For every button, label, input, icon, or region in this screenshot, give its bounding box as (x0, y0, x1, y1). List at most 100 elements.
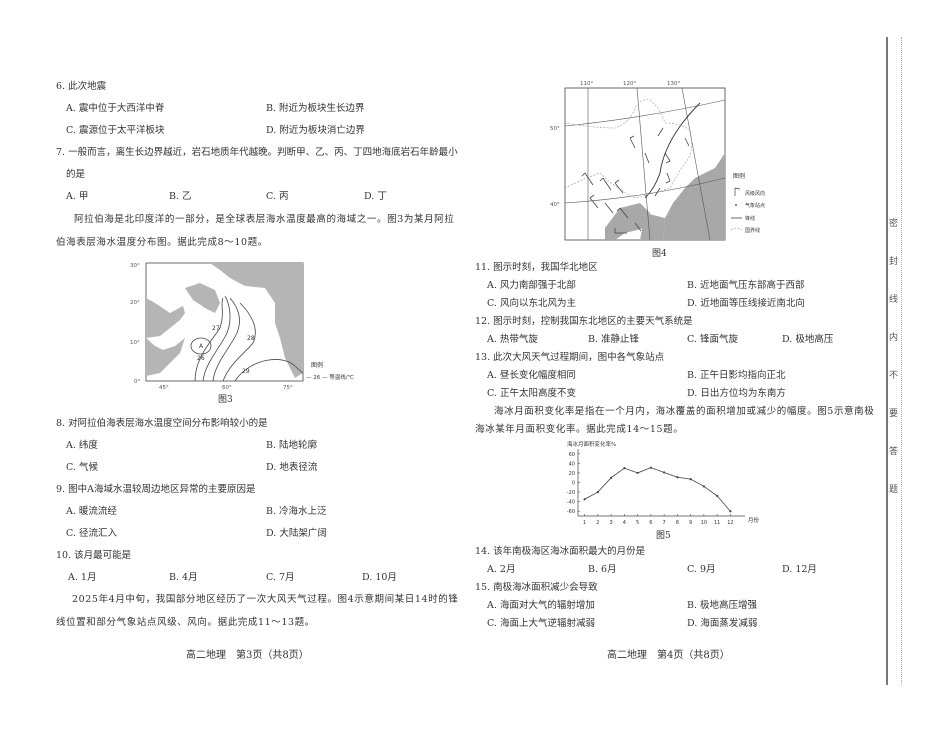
q15-option-c[interactable]: C. 海面上大气逆辐射减弱 (487, 618, 595, 629)
q8-option-b[interactable]: B. 陆地轮廓 (266, 440, 318, 451)
x-tick-label: 9 (689, 520, 692, 526)
q14-option-d[interactable]: D. 12月 (782, 564, 817, 575)
binding-dotted-line (901, 37, 902, 685)
q6-option-a[interactable]: A. 震中位于大西洋中脊 (66, 103, 165, 114)
x-tick-label: 11 (714, 520, 720, 526)
data-point (636, 471, 639, 475)
lon-label: 110° (580, 81, 593, 87)
q15-option-a[interactable]: A. 海面对大气的辐射增加 (487, 600, 595, 611)
q13-stem: 13. 此次大风天气过程期间，图中各气象站点 (475, 352, 665, 363)
q9-option-c[interactable]: C. 径流汇入 (66, 528, 117, 539)
data-point (702, 485, 705, 488)
q9-option-a[interactable]: A. 暖流流经 (66, 506, 117, 517)
right-page-footer: 高二地理 第4页（共8页） (607, 650, 730, 661)
x-tick-label: 8 (676, 520, 679, 526)
q10-stem: 10. 该月最可能是 (56, 550, 132, 561)
q14-option-c[interactable]: C. 9月 (687, 564, 716, 575)
q15-stem: 15. 南极海冰面积减少会导致 (475, 582, 598, 593)
y-tick-label: -60 (567, 509, 575, 515)
y-tick-label: -40 (567, 500, 575, 506)
x-tick-label: 5 (636, 520, 639, 526)
q8-stem: 8. 对阿拉伯海表层海水温度空间分布影响较小的是 (56, 418, 268, 429)
q15-option-d[interactable]: D. 海面蒸发减弱 (687, 618, 758, 629)
q12-option-a[interactable]: A. 热带气旋 (487, 334, 538, 345)
margin-char: 线 (889, 295, 899, 305)
q14-option-a[interactable]: A. 2月 (487, 564, 516, 575)
intro-11-13-line1: 2025年4月中旬，我国部分地区经历了一次大风天气过程。图4示意期间某日14时的… (72, 594, 459, 605)
margin-char: 答 (889, 447, 899, 457)
data-point (649, 466, 652, 469)
data-point (610, 476, 613, 479)
q10-option-d[interactable]: D. 10月 (362, 572, 397, 583)
data-point (689, 478, 692, 481)
intro-14-15-line2: 海冰某年月面积变化率。据此完成14～15题。 (475, 424, 684, 435)
legend-wind: 风级风向 (745, 190, 765, 197)
q13-option-c[interactable]: C. 正午太阳高度不变 (487, 388, 576, 399)
figure-3-caption: 图3 (218, 395, 233, 405)
y-tick-label: 60 (569, 452, 575, 458)
q15-option-b[interactable]: B. 极地高压增强 (687, 600, 758, 611)
q12-option-d[interactable]: D. 极地高压 (782, 334, 834, 345)
q13-option-a[interactable]: A. 昼长变化幅度相同 (487, 370, 576, 381)
x-tick-label: 4 (623, 520, 626, 526)
isotherm-label-29: 29 (242, 368, 250, 375)
margin-char: 内 (889, 333, 899, 343)
isotherm-label-28: 28 (247, 335, 255, 342)
q10-option-a[interactable]: A. 1月 (68, 572, 97, 583)
q11-option-c[interactable]: C. 风向以东北风为主 (487, 298, 576, 309)
q8-option-c[interactable]: C. 气候 (66, 462, 98, 473)
q6-option-b[interactable]: B. 附近为板块生长边界 (266, 103, 365, 114)
y-tick-label: 20 (569, 471, 575, 477)
data-point (676, 476, 679, 479)
q11-option-d[interactable]: D. 近地面等压线接近南北向 (687, 298, 805, 309)
q7-stem: 7. 一般而言，离生长边界越近，岩石地质年代越晚。判断甲、乙、丙、丁四地海底岩石… (56, 147, 458, 158)
x-tick-label: 6 (649, 520, 652, 526)
binding-line (886, 37, 888, 685)
margin-char: 不 (889, 371, 899, 381)
intro-8-10-line2: 伯海表层海水温度分布图。据此完成8～10题。 (56, 237, 268, 248)
q12-option-c[interactable]: C. 锋面气旋 (687, 334, 738, 345)
q8-option-a[interactable]: A. 纬度 (66, 440, 98, 451)
q11-option-b[interactable]: B. 近地面气压东部高于西部 (687, 280, 805, 291)
q8-option-d[interactable]: D. 地表径流 (266, 462, 318, 473)
q7-option-c[interactable]: C. 丙 (266, 191, 289, 202)
q14-option-b[interactable]: B. 6月 (588, 564, 617, 575)
legend-title: 图例 (733, 172, 745, 180)
q12-option-b[interactable]: B. 准静止锋 (588, 334, 640, 345)
lon-label: 75° (283, 385, 293, 391)
margin-char: 要 (889, 409, 899, 419)
q7-stem-cont: 的是 (66, 169, 86, 180)
q13-option-d[interactable]: D. 日出方位均为东南方 (687, 388, 786, 399)
lon-label: 60° (222, 385, 232, 391)
q7-option-a[interactable]: A. 甲 (66, 191, 89, 202)
x-tick-label: 2 (596, 520, 599, 526)
q11-option-a[interactable]: A. 风力南部强于北部 (487, 280, 576, 291)
y-tick-label: 40 (569, 461, 575, 467)
q6-option-c[interactable]: C. 震源位于太平洋板块 (66, 125, 165, 136)
x-tick-label: 3 (610, 520, 613, 526)
q13-option-b[interactable]: B. 正午日影均指向正北 (687, 370, 786, 381)
q7-option-b[interactable]: B. 乙 (169, 191, 192, 202)
q6-stem: 6. 此次地震 (56, 81, 107, 92)
isotherm-label-26: 26 (197, 355, 205, 362)
q10-option-b[interactable]: B. 4月 (169, 572, 198, 583)
q9-option-b[interactable]: B. 冷海水上泛 (266, 506, 327, 517)
x-tick-label: 10 (701, 520, 707, 526)
q11-stem: 11. 图示时刻，我国华北地区 (475, 262, 598, 273)
q14-stem: 14. 该年南极海区海冰面积最大的月份是 (475, 546, 646, 557)
q9-option-d[interactable]: D. 大陆架广阔 (266, 528, 327, 539)
lat-label: 10° (130, 340, 140, 346)
q10-option-c[interactable]: C. 7月 (266, 572, 295, 583)
legend-isotherm: — 26 — 等温线/℃ (306, 373, 354, 381)
figure-5-caption: 图5 (656, 531, 671, 541)
lat-label: 30° (130, 263, 140, 269)
legend-station: 气象站点 (745, 202, 765, 209)
q12-stem: 12. 图示时刻，控制我国东北地区的主要天气系统是 (475, 316, 693, 327)
data-point (716, 494, 719, 497)
q7-option-d[interactable]: D. 丁 (364, 191, 387, 202)
q6-option-d[interactable]: D. 附近为板块消亡边界 (266, 125, 365, 136)
lat-label: 40° (550, 202, 560, 208)
margin-char: 题 (889, 485, 899, 495)
x-tick-label: 1 (583, 520, 586, 526)
